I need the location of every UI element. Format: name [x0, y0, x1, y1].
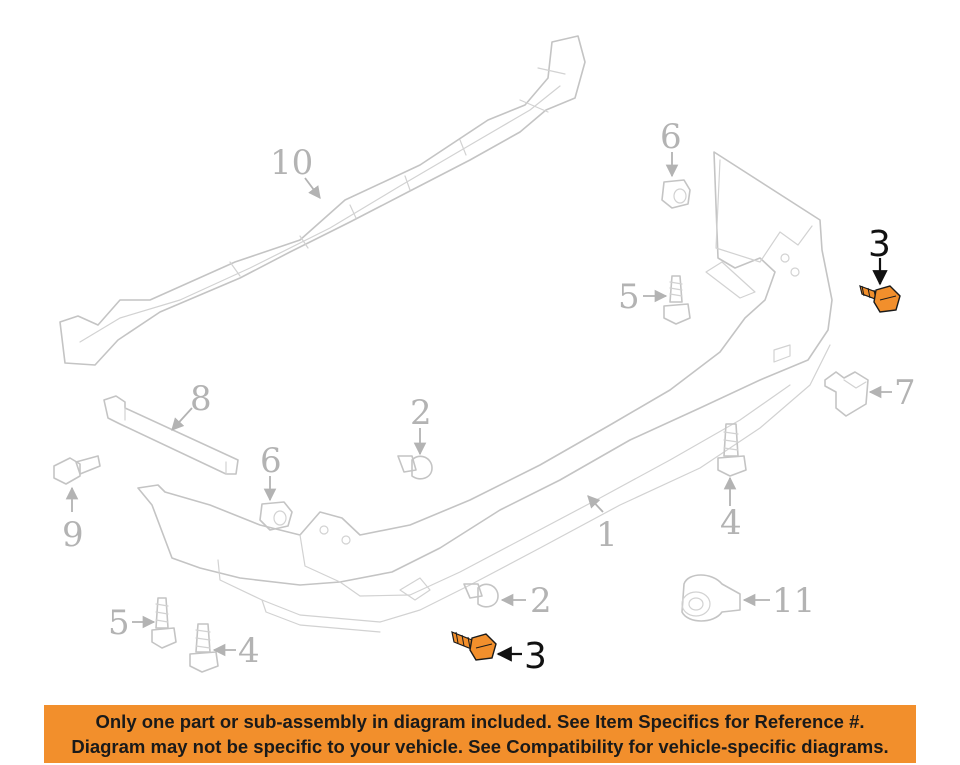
- callout-2-lower: 2: [530, 581, 552, 621]
- callout-3-lower: 3: [524, 636, 547, 677]
- callout-7: 7: [894, 373, 916, 413]
- clip-nut-lower: [259, 501, 293, 531]
- push-pin-upper: [397, 455, 433, 480]
- callout-8: 8: [190, 379, 212, 419]
- parts-diagram: 10 6 5 7 8 2 6 9 4 1 2 11 5 4 3 3: [53, 35, 916, 677]
- reinforcement-bar: [59, 35, 586, 366]
- callout-6-lower: 6: [260, 441, 282, 481]
- bolt-left: [189, 623, 219, 673]
- bumper-strip: [103, 395, 239, 475]
- callout-3-upper: 3: [868, 224, 891, 265]
- disclaimer-line-1: Only one part or sub-assembly in diagram…: [95, 711, 865, 732]
- callout-11: 11: [772, 581, 815, 621]
- bolt-side: [53, 455, 101, 485]
- callout-5-lower: 5: [108, 603, 130, 643]
- callout-4-left: 4: [238, 631, 260, 671]
- callout-10: 10: [270, 143, 313, 183]
- highlighted-bolt-upper: [859, 285, 901, 313]
- callout-4-right: 4: [720, 503, 742, 543]
- callout-6-upper: 6: [660, 117, 682, 157]
- disclaimer-line-2: Diagram may not be specific to your vehi…: [71, 736, 889, 757]
- leader-lines: [65, 152, 892, 662]
- screw-upper: [663, 275, 691, 325]
- clip-nut-upper: [661, 179, 691, 209]
- side-bracket: [824, 371, 869, 417]
- disclaimer-banner: Only one part or sub-assembly in diagram…: [44, 705, 916, 763]
- push-pin-lower: [463, 583, 499, 608]
- callout-5-upper: 5: [618, 277, 640, 317]
- screw-lower: [151, 597, 177, 649]
- callout-9: 9: [62, 515, 84, 555]
- callout-2-upper: 2: [410, 393, 432, 433]
- bumper-cover: [137, 151, 833, 633]
- bolt-right: [717, 423, 747, 477]
- callout-1: 1: [596, 515, 618, 555]
- highlighted-bolt-lower: [451, 631, 497, 661]
- parking-sensor: [681, 574, 741, 622]
